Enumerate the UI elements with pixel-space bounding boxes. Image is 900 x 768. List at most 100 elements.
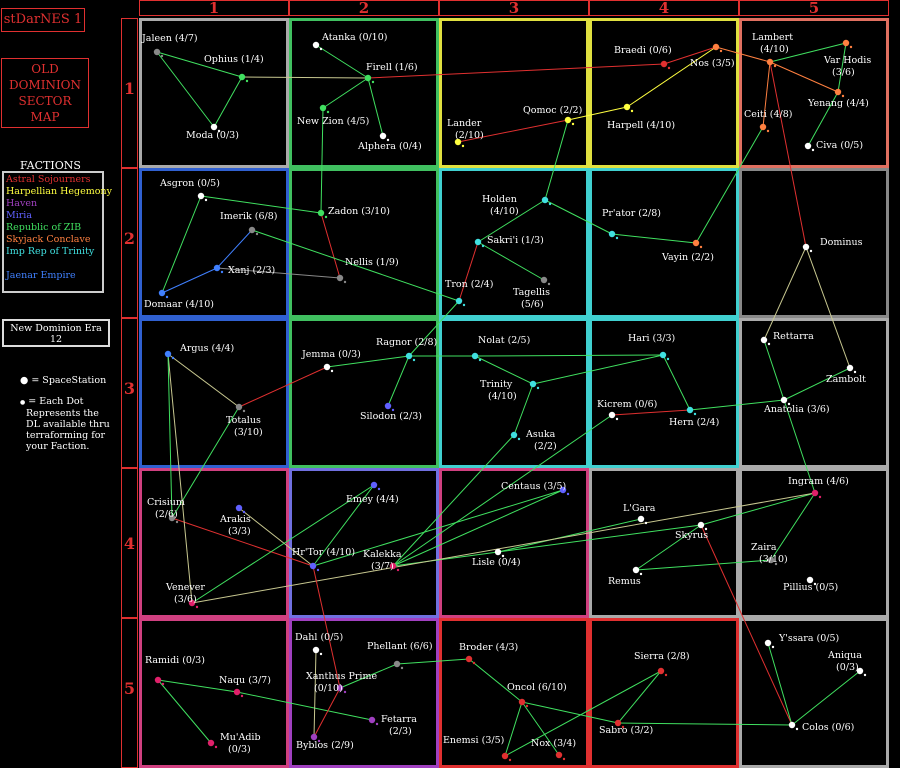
system-kalekka[interactable]: Kalekka(3/7) <box>363 549 402 572</box>
sector-4-1[interactable] <box>139 468 289 618</box>
sector-1-4[interactable] <box>589 18 739 168</box>
star-icon[interactable] <box>238 73 246 81</box>
system-dominus[interactable]: Dominus <box>802 237 863 253</box>
system-kicrem[interactable]: Kicrem (0/6) <box>597 399 657 421</box>
system-nellis[interactable]: Nellis (1/9) <box>336 257 399 284</box>
system-xanj[interactable]: Xanj (2/3) <box>213 264 275 276</box>
system-silodon[interactable]: Silodon (2/3) <box>360 402 422 422</box>
star-icon[interactable] <box>213 264 221 272</box>
system-emey[interactable]: Emey (4/4) <box>346 481 399 505</box>
star-icon[interactable] <box>555 751 563 759</box>
star-icon[interactable] <box>856 667 864 675</box>
star-icon[interactable] <box>614 719 622 727</box>
star-icon[interactable] <box>518 698 526 706</box>
star-icon[interactable] <box>379 132 387 140</box>
sector-3-5[interactable] <box>739 318 889 468</box>
system-holden[interactable]: Holden(4/10) <box>482 194 552 217</box>
system-nos[interactable]: Nos (3/5) <box>690 43 735 69</box>
system-y-ssara[interactable]: Y'ssara (0/5) <box>764 633 839 649</box>
star-icon[interactable] <box>474 238 482 246</box>
system-zaira[interactable]: Zaira(3/10) <box>751 542 788 566</box>
system-domaar[interactable]: Domaar (4/10) <box>144 289 214 310</box>
system-nox[interactable]: Nox (3/4) <box>531 738 576 761</box>
star-icon[interactable] <box>760 336 768 344</box>
system-pr-ator[interactable]: Pr'ator (2/8) <box>602 208 661 240</box>
system-aniqua[interactable]: Aniqua(0/3) <box>827 650 867 677</box>
sector-3-1[interactable] <box>139 318 289 468</box>
sector-5-2[interactable] <box>289 618 439 768</box>
star-icon[interactable] <box>501 752 509 760</box>
system-trinity[interactable]: Trinity(4/10) <box>480 379 540 402</box>
system-nolat[interactable]: Nolat (2/5) <box>471 335 530 362</box>
star-icon[interactable] <box>233 688 241 696</box>
system-hari[interactable]: Hari (3/3) <box>628 333 675 361</box>
star-icon[interactable] <box>188 599 196 607</box>
system-broder[interactable]: Broder (4/3) <box>459 642 518 665</box>
star-icon[interactable] <box>623 103 631 111</box>
system-remus[interactable]: Remus <box>608 566 643 587</box>
sector-1-5[interactable] <box>739 18 889 168</box>
star-icon[interactable] <box>637 515 645 523</box>
sector-2-5[interactable] <box>739 168 889 318</box>
star-icon[interactable] <box>660 60 668 68</box>
sector-1-2[interactable] <box>289 18 439 168</box>
star-icon[interactable] <box>370 481 378 489</box>
system-asgron[interactable]: Asgron (0/5) <box>159 178 220 202</box>
star-icon[interactable] <box>811 489 819 497</box>
star-icon[interactable] <box>804 142 812 150</box>
sector-4-2[interactable] <box>289 468 439 618</box>
star-icon[interactable] <box>235 504 243 512</box>
system-naqu[interactable]: Naqu (3/7) <box>219 675 271 698</box>
system-mu-adib[interactable]: Mu'Adib(0/3) <box>207 732 261 755</box>
system-jemma[interactable]: Jemma (0/3) <box>301 349 361 373</box>
star-icon[interactable] <box>764 639 772 647</box>
star-icon[interactable] <box>697 521 705 529</box>
star-icon[interactable] <box>686 406 694 414</box>
system-sabro[interactable]: Sabro (3/2) <box>599 719 653 736</box>
star-icon[interactable] <box>168 514 176 522</box>
star-icon[interactable] <box>692 239 700 247</box>
sector-1-3[interactable] <box>439 18 589 168</box>
sector-4-4[interactable] <box>589 468 739 618</box>
system-ceiti[interactable]: Ceiti (4/8) <box>744 109 793 133</box>
system-enemsi[interactable]: Enemsi (3/5) <box>443 735 512 762</box>
star-icon[interactable] <box>780 396 788 404</box>
system-ragnor[interactable]: Ragnor (2/8) <box>376 337 437 362</box>
system-byblos[interactable]: Byblos (2/9) <box>296 733 354 751</box>
star-icon[interactable] <box>153 48 161 56</box>
system-sakri-i[interactable]: Sakri'i (1/3) <box>474 235 544 248</box>
sector-5-5[interactable] <box>739 618 889 768</box>
sector-5-3[interactable] <box>439 618 589 768</box>
system-vayin[interactable]: Vayin (2/2) <box>661 239 714 263</box>
system-alphera[interactable]: Alphera (0/4) <box>357 132 422 152</box>
star-icon[interactable] <box>164 350 172 358</box>
system-lisle[interactable]: Lisle (0/4) <box>472 548 521 568</box>
system-civa[interactable]: Civa (0/5) <box>804 140 863 152</box>
system-firell[interactable]: Firell (1/6) <box>364 62 418 84</box>
star-icon[interactable] <box>564 116 572 124</box>
star-icon[interactable] <box>210 123 218 131</box>
system-ophius[interactable]: Ophius (1/4) <box>204 54 264 83</box>
star-icon[interactable] <box>712 43 720 51</box>
system-l-gara[interactable]: L'Gara <box>623 503 656 525</box>
star-icon[interactable] <box>317 209 325 217</box>
star-icon[interactable] <box>248 226 256 234</box>
star-icon[interactable] <box>471 352 479 360</box>
sector-3-4[interactable] <box>589 318 739 468</box>
system-yenang[interactable]: Yenang (4/4) <box>807 88 869 109</box>
system-lambert[interactable]: Lambert(4/10) <box>752 32 793 68</box>
sector-5-4[interactable] <box>589 618 739 768</box>
system-zadon[interactable]: Zadon (3/10) <box>317 206 390 219</box>
star-icon[interactable] <box>393 660 401 668</box>
system-fetarra[interactable]: Fetarra(2/3) <box>368 714 417 737</box>
system-new-zion[interactable]: New Zion (4/5) <box>297 104 369 127</box>
star-icon[interactable] <box>323 363 331 371</box>
star-icon[interactable] <box>454 138 462 146</box>
system-sierra[interactable]: Sierra (2/8) <box>634 651 690 677</box>
star-icon[interactable] <box>759 123 767 131</box>
sector-5-1[interactable] <box>139 618 289 768</box>
system-imerik[interactable]: Imerik (6/8) <box>220 211 277 236</box>
star-icon[interactable] <box>455 297 463 305</box>
star-icon[interactable] <box>310 733 318 741</box>
system-moda[interactable]: Moda (0/3) <box>186 123 239 141</box>
